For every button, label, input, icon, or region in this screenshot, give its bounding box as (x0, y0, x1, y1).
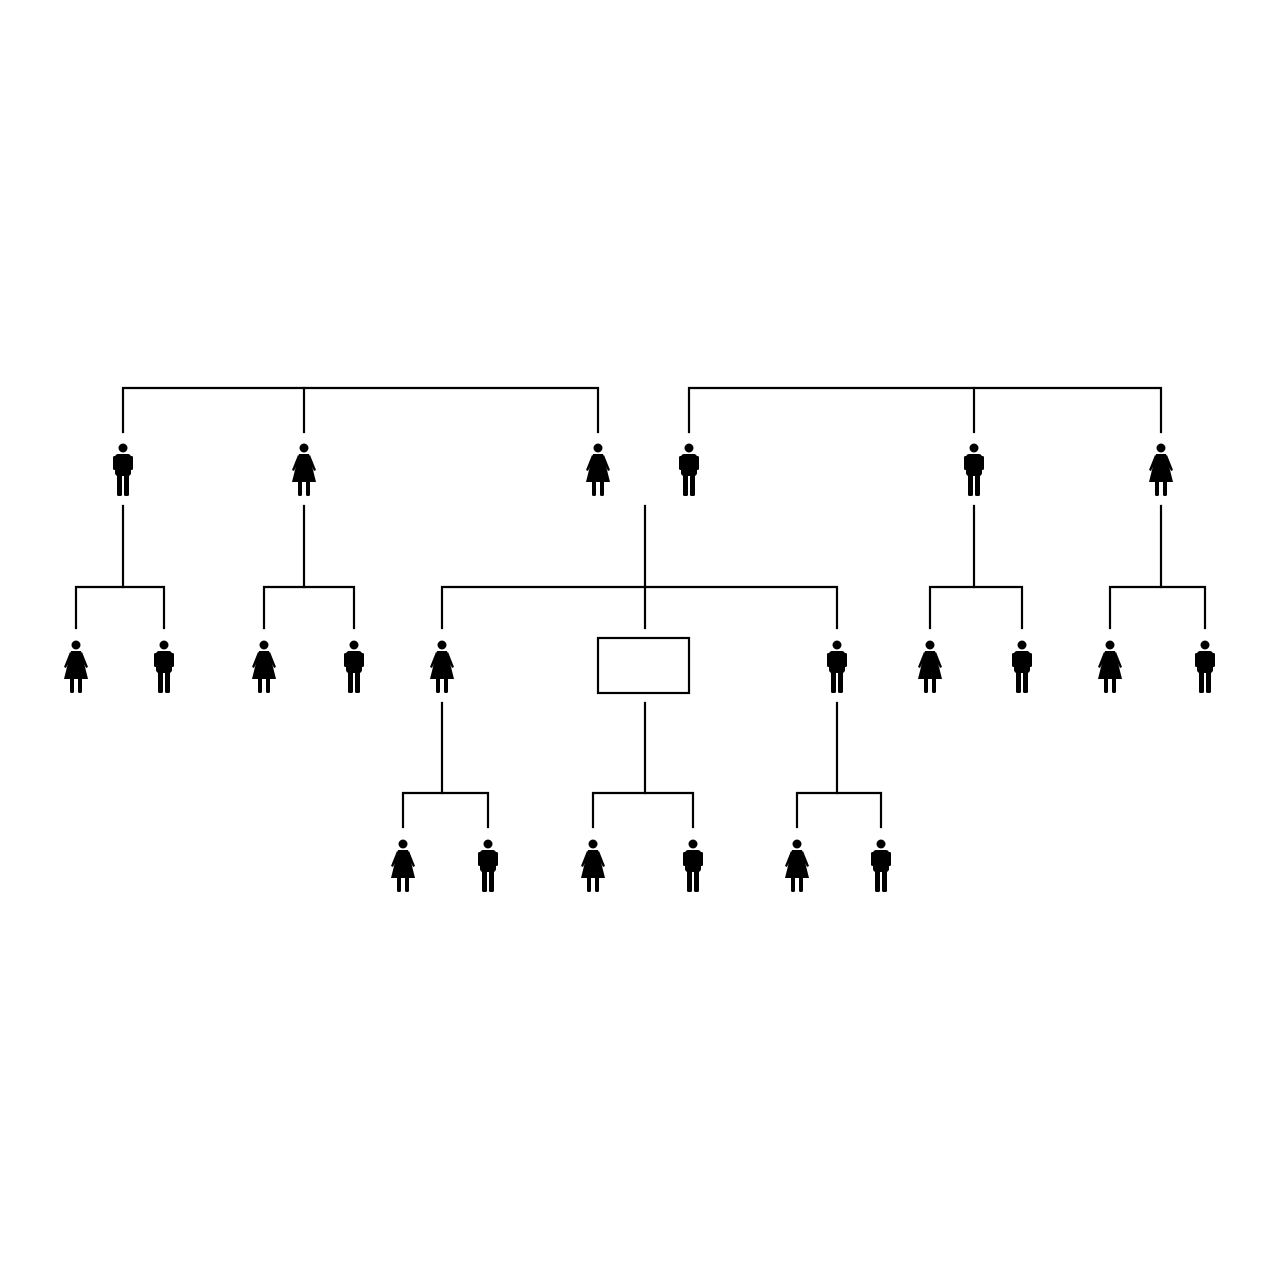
connector-line (928, 585, 1024, 630)
male-icon (113, 443, 133, 496)
male-icon (679, 443, 699, 496)
connector-line (795, 791, 883, 829)
female-icon (391, 839, 415, 892)
female-icon (292, 443, 316, 496)
male-icon (1195, 640, 1215, 693)
connector-line (591, 791, 695, 829)
female-icon (252, 640, 276, 693)
female-icon (918, 640, 942, 693)
connector-lines (74, 386, 1207, 829)
female-icon (581, 839, 605, 892)
male-icon (154, 640, 174, 693)
male-icon (1012, 640, 1032, 693)
male-icon (827, 640, 847, 693)
connector-line (401, 791, 490, 829)
female-icon (1098, 640, 1122, 693)
female-icon (586, 443, 610, 496)
male-icon (871, 839, 891, 892)
generation-1 (113, 443, 1173, 496)
female-icon (430, 640, 454, 693)
male-icon (478, 839, 498, 892)
generation-2 (64, 636, 1215, 695)
male-icon (964, 443, 984, 496)
connector-line (121, 386, 600, 434)
female-icon (785, 839, 809, 892)
generation-3 (391, 839, 891, 892)
connector-line (74, 585, 166, 630)
female-icon (1149, 443, 1173, 496)
connector-line (687, 386, 1163, 434)
connector-line (262, 585, 356, 630)
connector-line (1108, 585, 1207, 630)
female-icon (64, 640, 88, 693)
empty-person-box (596, 636, 691, 695)
connector-line (440, 585, 839, 630)
male-icon (344, 640, 364, 693)
male-icon (683, 839, 703, 892)
